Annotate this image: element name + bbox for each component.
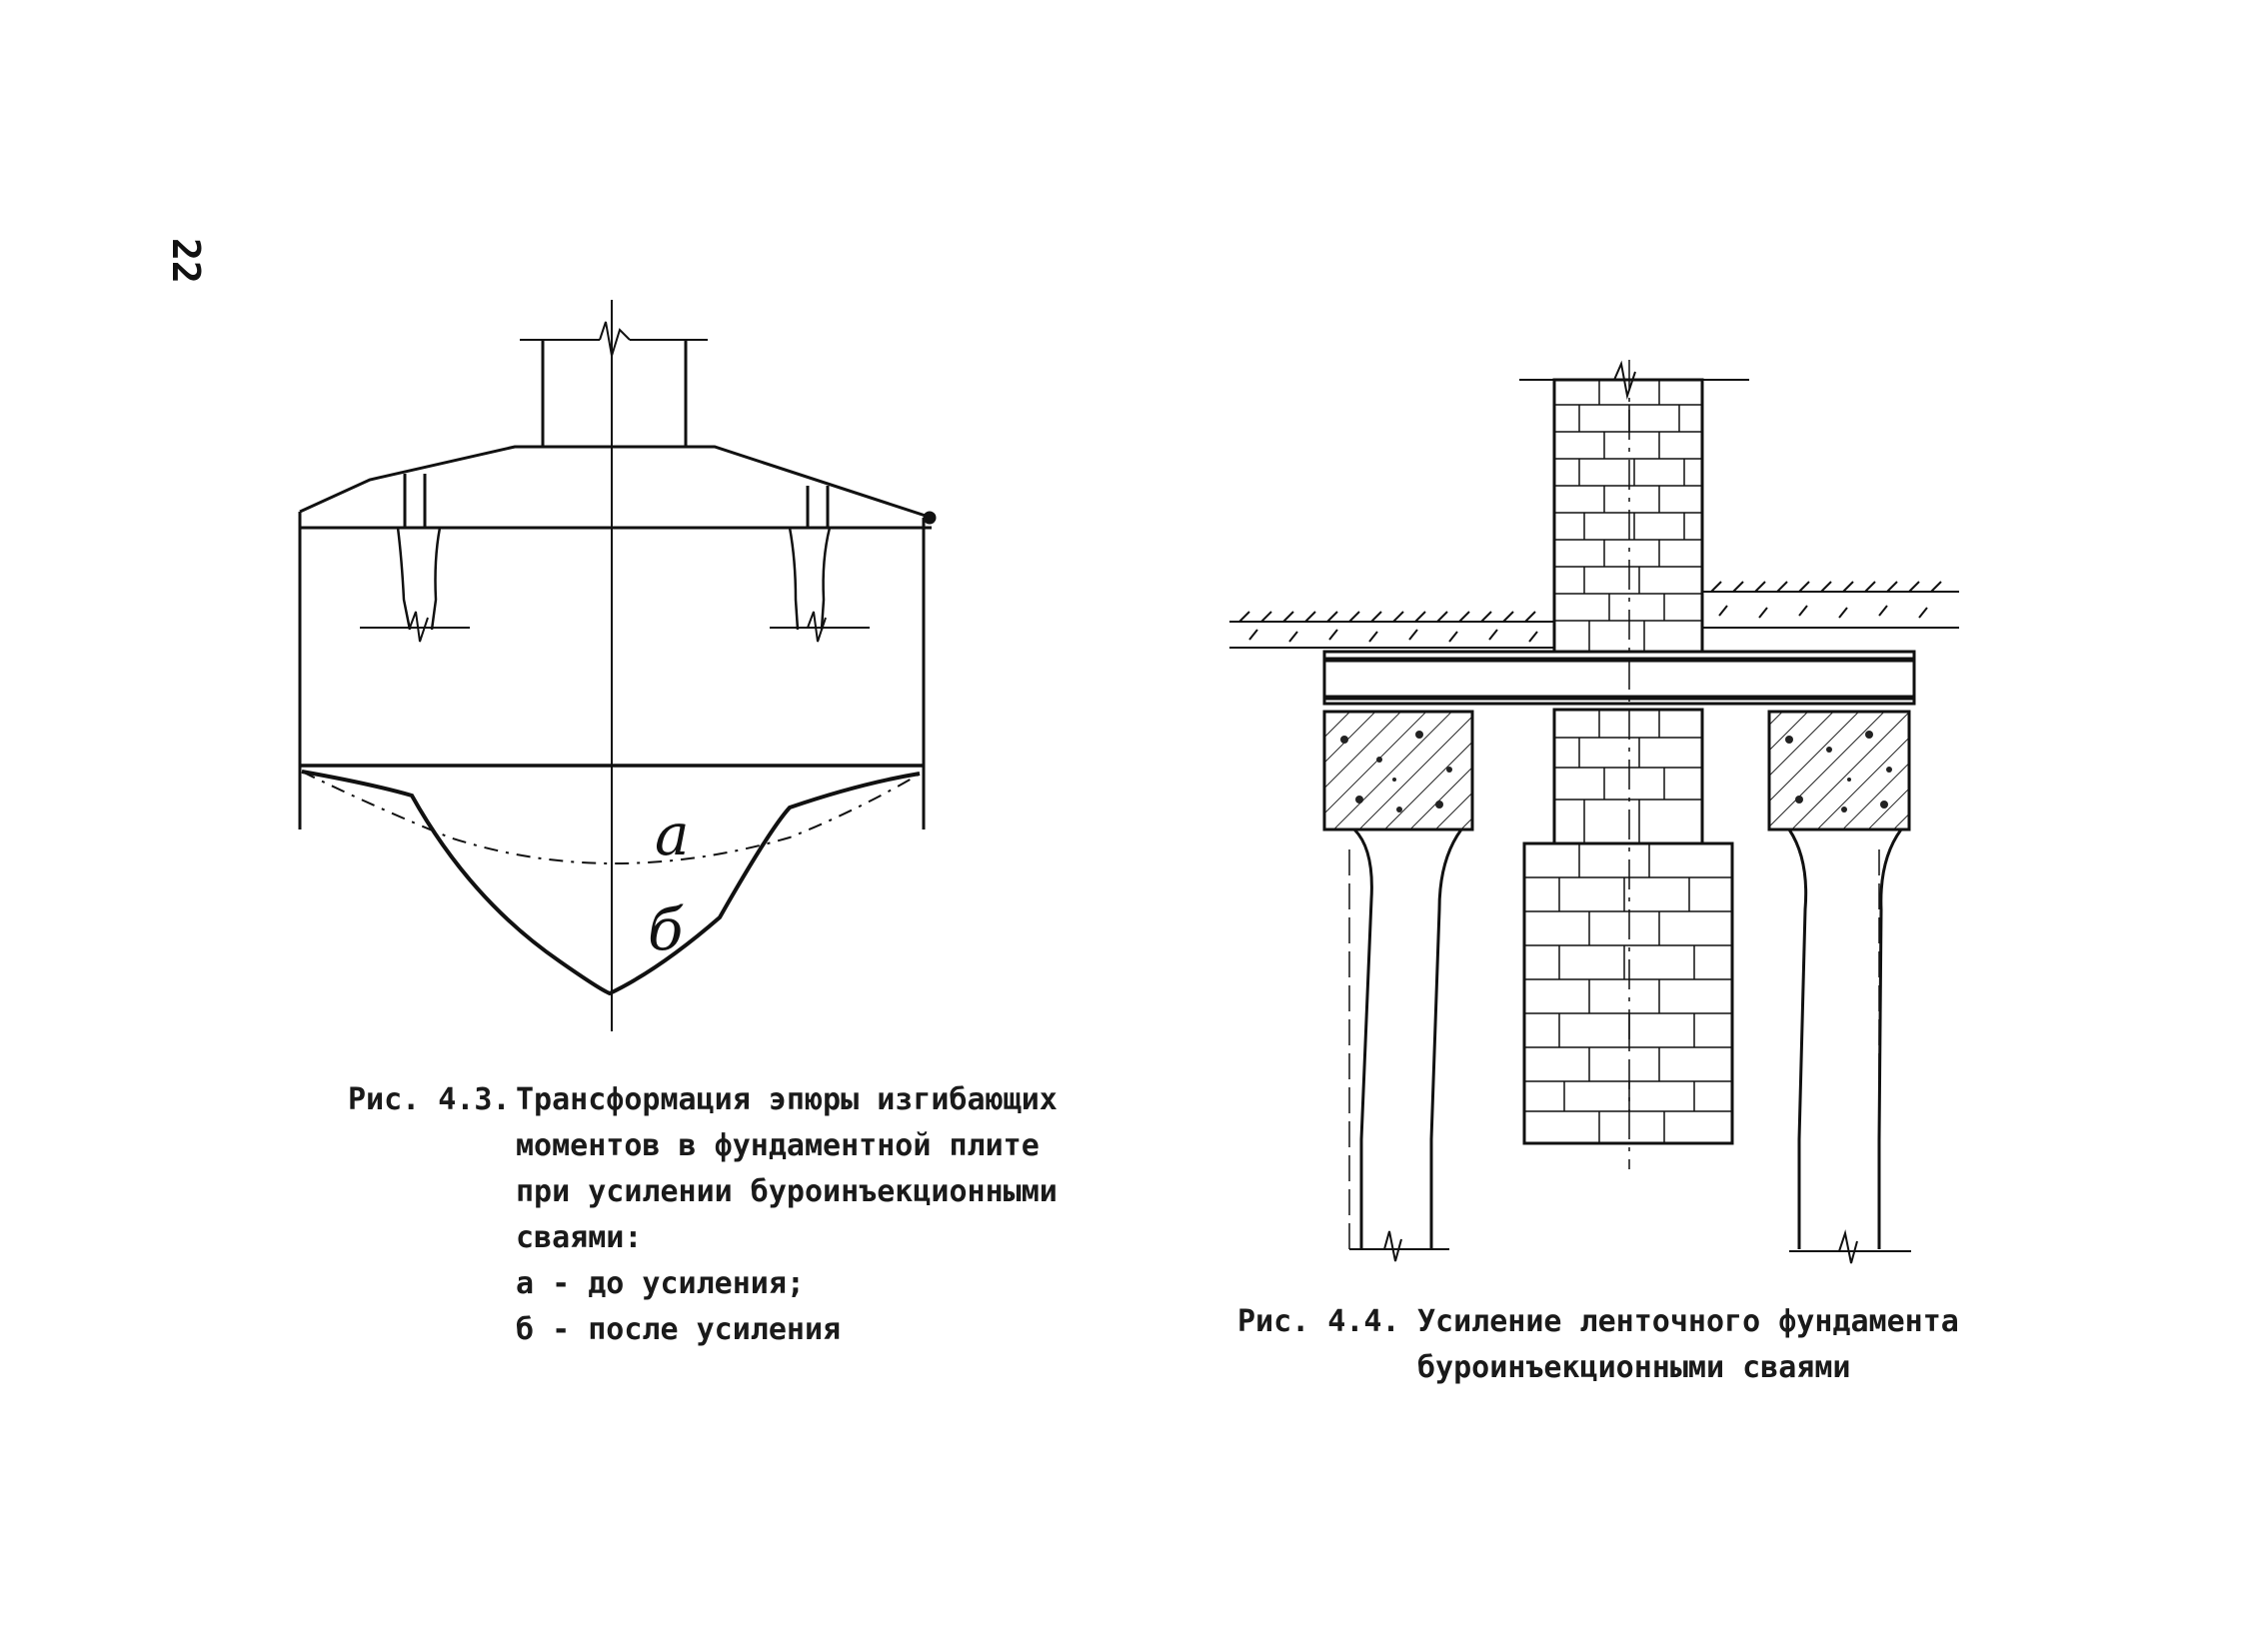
caption-line: буроинъекционными сваями — [1417, 1350, 1851, 1385]
pile-cap-right — [1767, 710, 1911, 831]
caption-text: Трансформация эпюры изгибающих моментов … — [516, 1077, 1058, 1353]
caption-line: а - до усиления; — [516, 1266, 805, 1301]
caption-line: при усилении буроинъекционными — [516, 1174, 1058, 1209]
caption-line: Усиление ленточного фундамента — [1417, 1304, 1959, 1339]
pile-left-4-4 — [1352, 827, 1463, 1140]
caption-line: Трансформация эпюры изгибающих — [516, 1082, 1058, 1117]
moment-diagram-a — [301, 771, 925, 864]
break-mark — [599, 321, 631, 357]
ground-left — [1229, 611, 1554, 649]
caption-prefix: Рис. 4.4. — [1237, 1304, 1400, 1339]
moment-diagram-b — [301, 770, 921, 996]
figure-4-4-drawing — [1229, 360, 1959, 1264]
label-b: б — [648, 895, 684, 963]
plate-haunch — [299, 445, 933, 520]
pile-right-4-4 — [1787, 828, 1903, 1140]
lower-wall — [1552, 708, 1704, 845]
caption-text: Усиление ленточного фундамента буроинъек… — [1417, 1299, 1959, 1391]
upper-wall — [1552, 378, 1704, 654]
strip-footing — [1522, 841, 1734, 1145]
pile-left — [396, 527, 442, 631]
figure-4-3-drawing: а б — [298, 300, 937, 1031]
upper-wall-bricks — [1554, 380, 1702, 652]
caption-line: сваями: — [516, 1220, 643, 1255]
caption-prefix: Рис. 4.3. — [348, 1082, 511, 1117]
pile-right — [788, 527, 832, 631]
label-a: а — [655, 801, 690, 868]
ground-right — [1702, 581, 1959, 629]
caption-line: б - после усиления — [516, 1312, 842, 1347]
caption-line: моментов в фундаментной плите — [516, 1128, 1040, 1163]
